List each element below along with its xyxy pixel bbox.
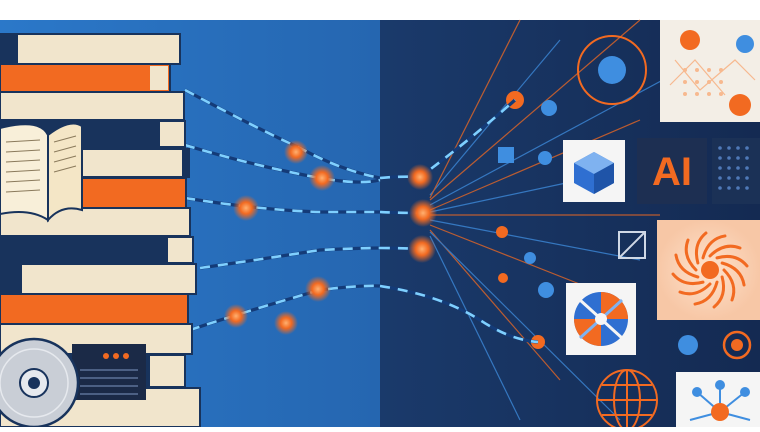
orange-dot-icon: [498, 273, 508, 283]
blue-dot-icon: [678, 335, 698, 355]
square-block-icon: [498, 147, 514, 163]
glow-nodes: [224, 140, 437, 335]
blue-dot-icon: [524, 252, 536, 264]
blue-dot-icon: [541, 100, 557, 116]
ai-tile-icon: AI: [637, 138, 707, 204]
orange-dot-icon: [496, 226, 508, 238]
server-device-icon: [72, 344, 146, 400]
concentric-target-icon: [722, 330, 752, 360]
network-node-icon: [676, 372, 760, 427]
book: [0, 263, 197, 295]
orbit-circle-icon: [577, 35, 647, 105]
swirl-ball-icon: [566, 283, 636, 355]
spiral-sun-icon: [657, 220, 760, 320]
open-book-icon: [0, 122, 83, 223]
book: [0, 33, 181, 65]
blue-dot-icon: [538, 282, 554, 298]
book: [0, 293, 189, 325]
book: [0, 236, 194, 264]
ai-label: AI: [652, 150, 692, 194]
book: [0, 91, 185, 121]
book: [0, 63, 171, 93]
cube-icon: [563, 140, 625, 202]
cd-disc-icon: [0, 337, 80, 429]
blue-dot-icon: [538, 151, 552, 165]
dot-grid-icon: [712, 138, 760, 204]
circuit-card-icon: [660, 20, 760, 122]
diagonal-frame-icon: [618, 231, 646, 259]
